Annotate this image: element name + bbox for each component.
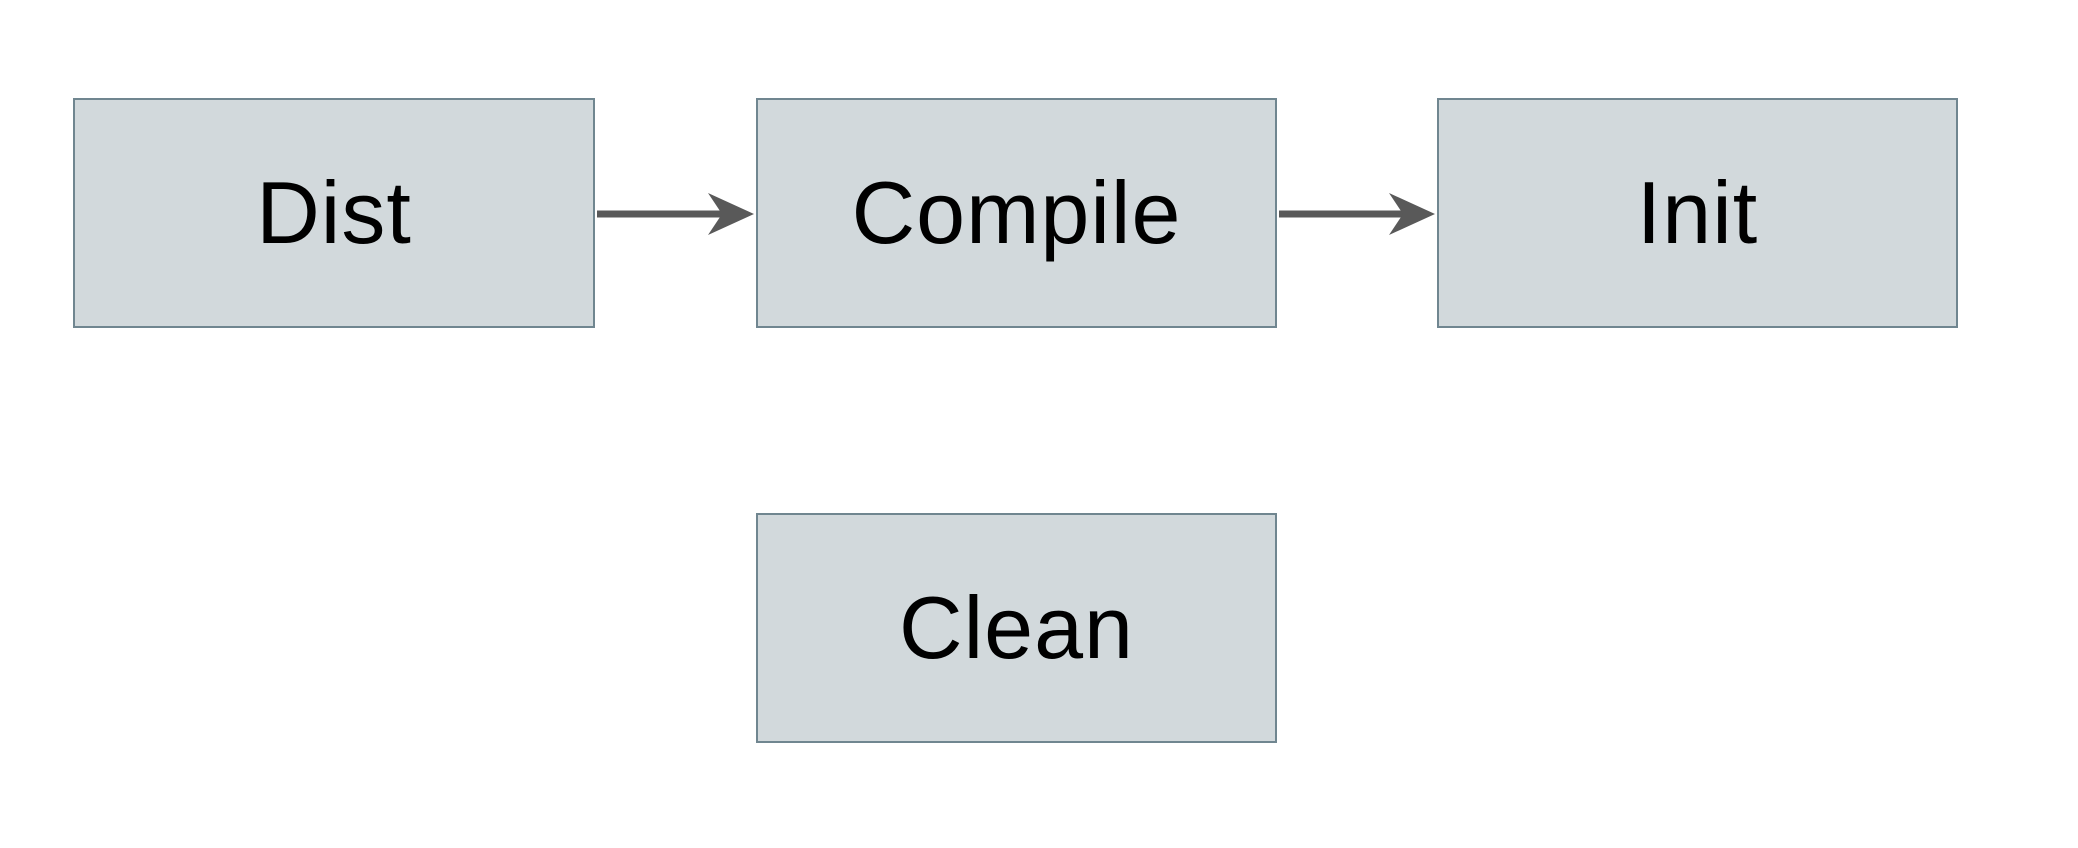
node-dist[interactable]: Dist — [73, 98, 595, 328]
connector-dist-compile[interactable] — [597, 193, 754, 235]
arrowhead-icon — [1389, 193, 1435, 235]
node-dist-label: Dist — [256, 163, 412, 262]
connector-compile-init[interactable] — [1279, 193, 1435, 235]
node-compile[interactable]: Compile — [756, 98, 1277, 328]
node-compile-label: Compile — [851, 163, 1182, 262]
node-init[interactable]: Init — [1437, 98, 1958, 328]
node-init-label: Init — [1636, 163, 1759, 262]
node-clean[interactable]: Clean — [756, 513, 1277, 743]
arrowhead-icon — [708, 193, 754, 235]
node-clean-label: Clean — [899, 578, 1134, 677]
